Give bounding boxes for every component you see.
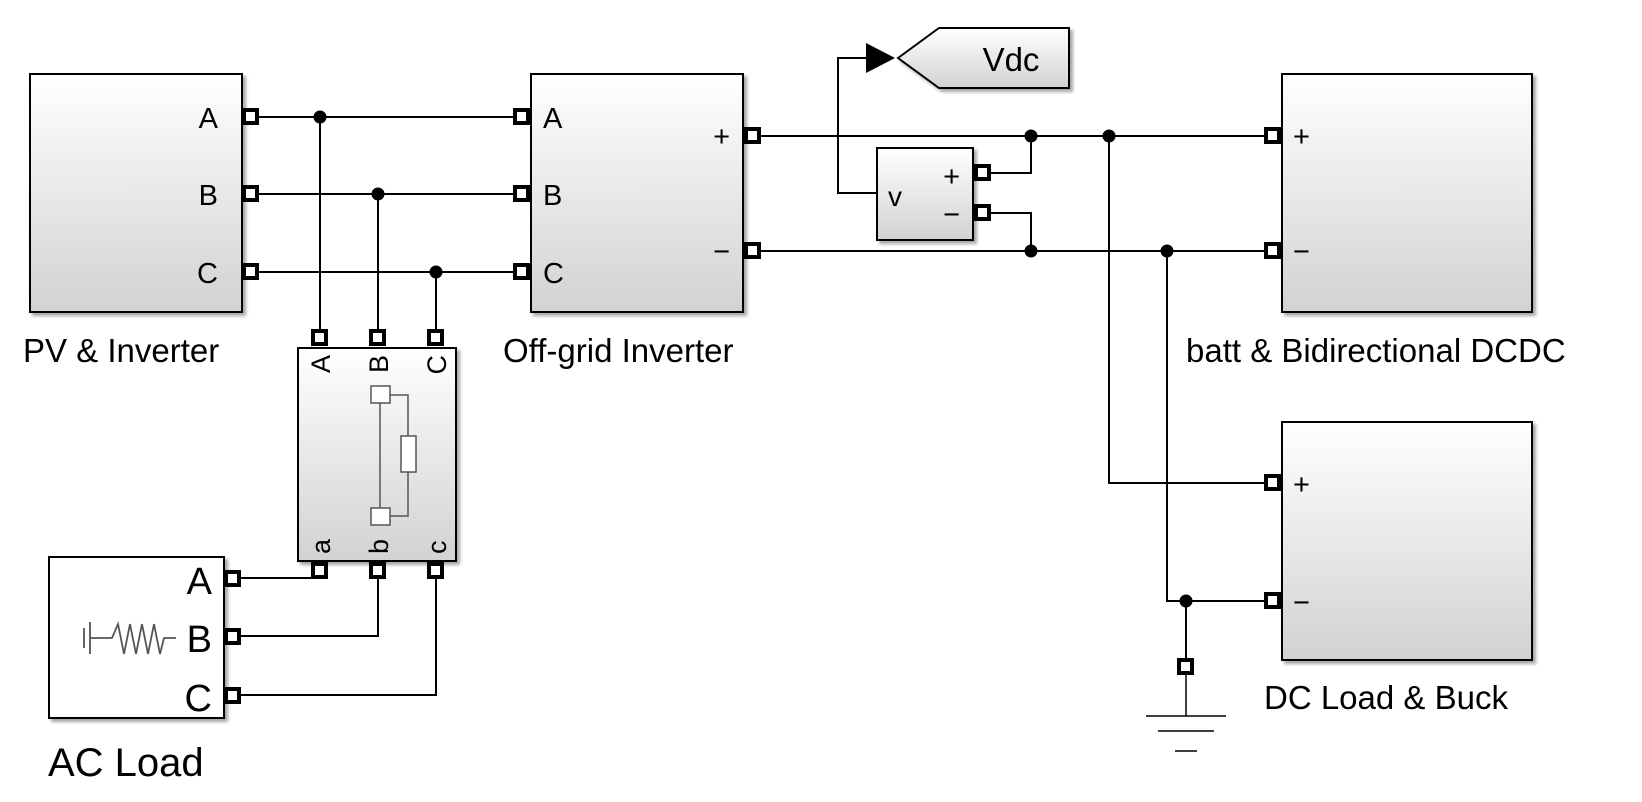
offgrid-port-minus-label: − xyxy=(713,236,730,268)
batt-dcdc-name: batt & Bidirectional DCDC xyxy=(1186,332,1566,369)
acload-port-a[interactable] xyxy=(224,570,241,587)
wire-vm-minus[interactable] xyxy=(983,212,1032,251)
offgrid-port-plus[interactable] xyxy=(744,127,761,144)
pv-port-a-label: A xyxy=(199,103,219,135)
ac-load-block[interactable]: A B C AC Load xyxy=(48,556,241,785)
goto-vdc-label: Vdc xyxy=(983,41,1040,78)
vm-plus-label: + xyxy=(943,161,960,193)
ground-block[interactable] xyxy=(1146,658,1226,752)
breaker-bottom-a-label: a xyxy=(306,538,336,554)
offgrid-inverter-block[interactable]: A B C + − Off-grid Inverter xyxy=(503,73,761,369)
offgrid-port-c[interactable] xyxy=(513,263,530,280)
breaker-top-c-label: C xyxy=(422,355,452,375)
wire-dcload-minus[interactable] xyxy=(1166,251,1271,602)
pv-inverter-name: PV & Inverter xyxy=(23,332,219,369)
wire-load-b[interactable] xyxy=(232,571,379,637)
breaker-bottom-b-label: b xyxy=(364,539,394,554)
breaker-resistor-icon xyxy=(370,385,417,526)
vm-port-plus[interactable] xyxy=(974,164,991,181)
pv-port-c[interactable] xyxy=(242,263,259,280)
offgrid-port-c-label: C xyxy=(543,258,564,290)
pv-port-b-label: B xyxy=(199,180,218,212)
junction-dot xyxy=(429,265,443,279)
breaker-top-b-label: B xyxy=(364,355,394,373)
dcload-plus-label: + xyxy=(1293,469,1310,501)
ground-icon xyxy=(1146,673,1226,752)
offgrid-port-b[interactable] xyxy=(513,185,530,202)
breaker-bottom-c-label: c xyxy=(422,541,452,555)
junction-dot xyxy=(1102,129,1116,143)
pv-port-c-label: C xyxy=(197,258,218,290)
wire-load-a[interactable] xyxy=(232,571,321,579)
breaker-port-c-lower[interactable] xyxy=(427,562,444,579)
junction-dot xyxy=(1024,129,1038,143)
wires xyxy=(232,57,1271,696)
vm-v-label: v xyxy=(888,181,902,212)
ground-port[interactable] xyxy=(1177,658,1194,675)
batt-port-plus[interactable] xyxy=(1264,127,1281,144)
batt-minus-label: − xyxy=(1293,236,1310,268)
dc-load-buck-name: DC Load & Buck xyxy=(1264,679,1508,716)
breaker-port-a-lower[interactable] xyxy=(311,562,328,579)
offgrid-port-plus-label: + xyxy=(713,121,730,153)
offgrid-port-a[interactable] xyxy=(513,108,530,125)
goto-vdc-block[interactable]: Vdc xyxy=(866,27,1070,89)
dcload-port-plus[interactable] xyxy=(1264,474,1281,491)
breaker-top-a-label: A xyxy=(306,355,336,373)
junction-dot xyxy=(313,110,327,124)
offgrid-port-minus[interactable] xyxy=(744,242,761,259)
pv-inverter-block[interactable]: A B C PV & Inverter xyxy=(23,73,259,369)
acload-name: AC Load xyxy=(48,741,204,785)
pv-port-a[interactable] xyxy=(242,108,259,125)
vm-port-minus[interactable] xyxy=(974,204,991,221)
batt-port-minus[interactable] xyxy=(1264,242,1281,259)
junctions xyxy=(313,110,1193,608)
breaker-port-a[interactable] xyxy=(311,329,328,346)
wire-vm-plus[interactable] xyxy=(983,136,1032,174)
acload-port-c[interactable] xyxy=(224,687,241,704)
wire-vm-out[interactable] xyxy=(837,57,876,194)
junction-dot xyxy=(1179,594,1193,608)
voltage-measurement-block[interactable]: v + − xyxy=(876,147,991,241)
acload-port-a-label: A xyxy=(187,561,213,603)
wire-load-c[interactable] xyxy=(232,571,437,696)
junction-dot xyxy=(371,187,385,201)
goto-arrow-icon xyxy=(866,43,895,73)
three-phase-breaker-block[interactable]: A B C a b c xyxy=(297,329,457,579)
vm-minus-label: − xyxy=(943,199,960,231)
acload-port-b[interactable] xyxy=(224,628,241,645)
acload-resistor-icon xyxy=(83,620,176,655)
junction-dot xyxy=(1160,244,1174,258)
breaker-port-b-lower[interactable] xyxy=(369,562,386,579)
offgrid-port-a-label: A xyxy=(543,103,563,135)
acload-port-b-label: B xyxy=(187,619,212,661)
offgrid-port-b-label: B xyxy=(543,180,562,212)
batt-plus-label: + xyxy=(1293,121,1310,153)
wire-dcload-plus[interactable] xyxy=(1108,136,1271,484)
pv-port-b[interactable] xyxy=(242,185,259,202)
batt-dcdc-block[interactable]: + − batt & Bidirectional DCDC xyxy=(1186,73,1566,369)
offgrid-inverter-name: Off-grid Inverter xyxy=(503,332,733,369)
dcload-minus-label: − xyxy=(1293,587,1310,619)
junction-dot xyxy=(1024,244,1038,258)
breaker-port-b[interactable] xyxy=(369,329,386,346)
dc-load-buck-block[interactable]: + − DC Load & Buck xyxy=(1264,421,1533,716)
dcload-port-minus[interactable] xyxy=(1264,592,1281,609)
acload-port-c-label: C xyxy=(185,678,212,720)
breaker-port-c[interactable] xyxy=(427,329,444,346)
